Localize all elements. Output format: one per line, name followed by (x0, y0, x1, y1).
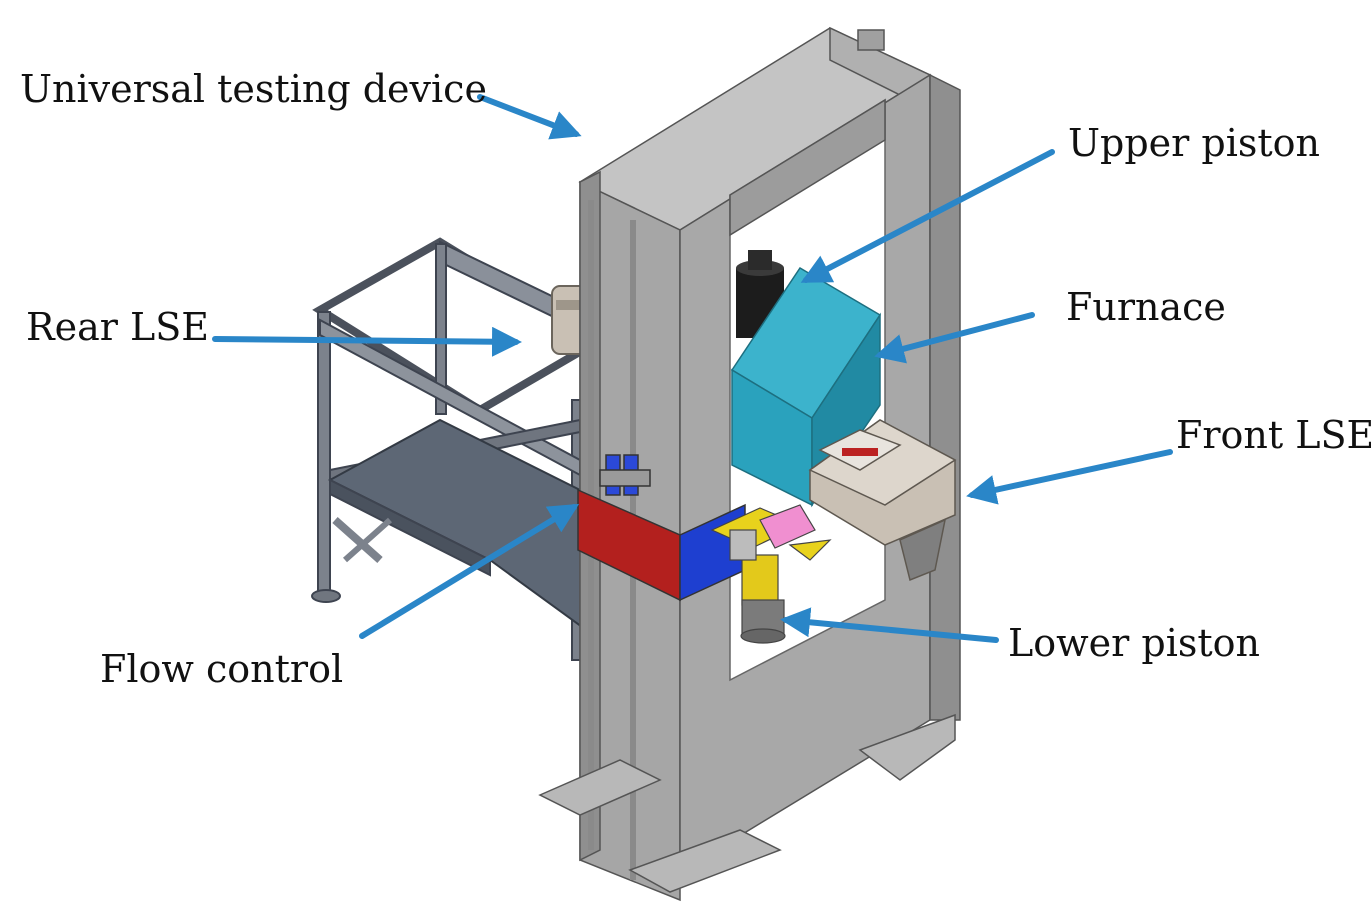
lower-piston (740, 599, 786, 644)
label-lower-piston: Lower piston (1008, 621, 1260, 665)
label-front-lse: Front LSE (1176, 413, 1371, 457)
arrow-furnace (874, 312, 1035, 364)
front-lse-unit (808, 419, 957, 582)
label-flow-control: Flow control (100, 647, 344, 691)
label-universal-testing-device: Universal testing device (20, 67, 487, 111)
label-furnace: Furnace (1066, 285, 1226, 329)
arrow-front-lse (966, 449, 1173, 505)
arrow-universal-testing-device (477, 94, 582, 140)
arrow-rear-lse (212, 326, 522, 357)
lower-fixtures (710, 504, 832, 606)
arrow-lower-piston (780, 607, 999, 643)
rear-rack (311, 237, 608, 661)
label-upper-piston: Upper piston (1068, 121, 1321, 165)
arrow-flow-control (359, 503, 580, 639)
label-rear-lse: Rear LSE (26, 305, 210, 349)
callout-arrows (212, 94, 1173, 643)
arrow-upper-piston (800, 149, 1055, 283)
